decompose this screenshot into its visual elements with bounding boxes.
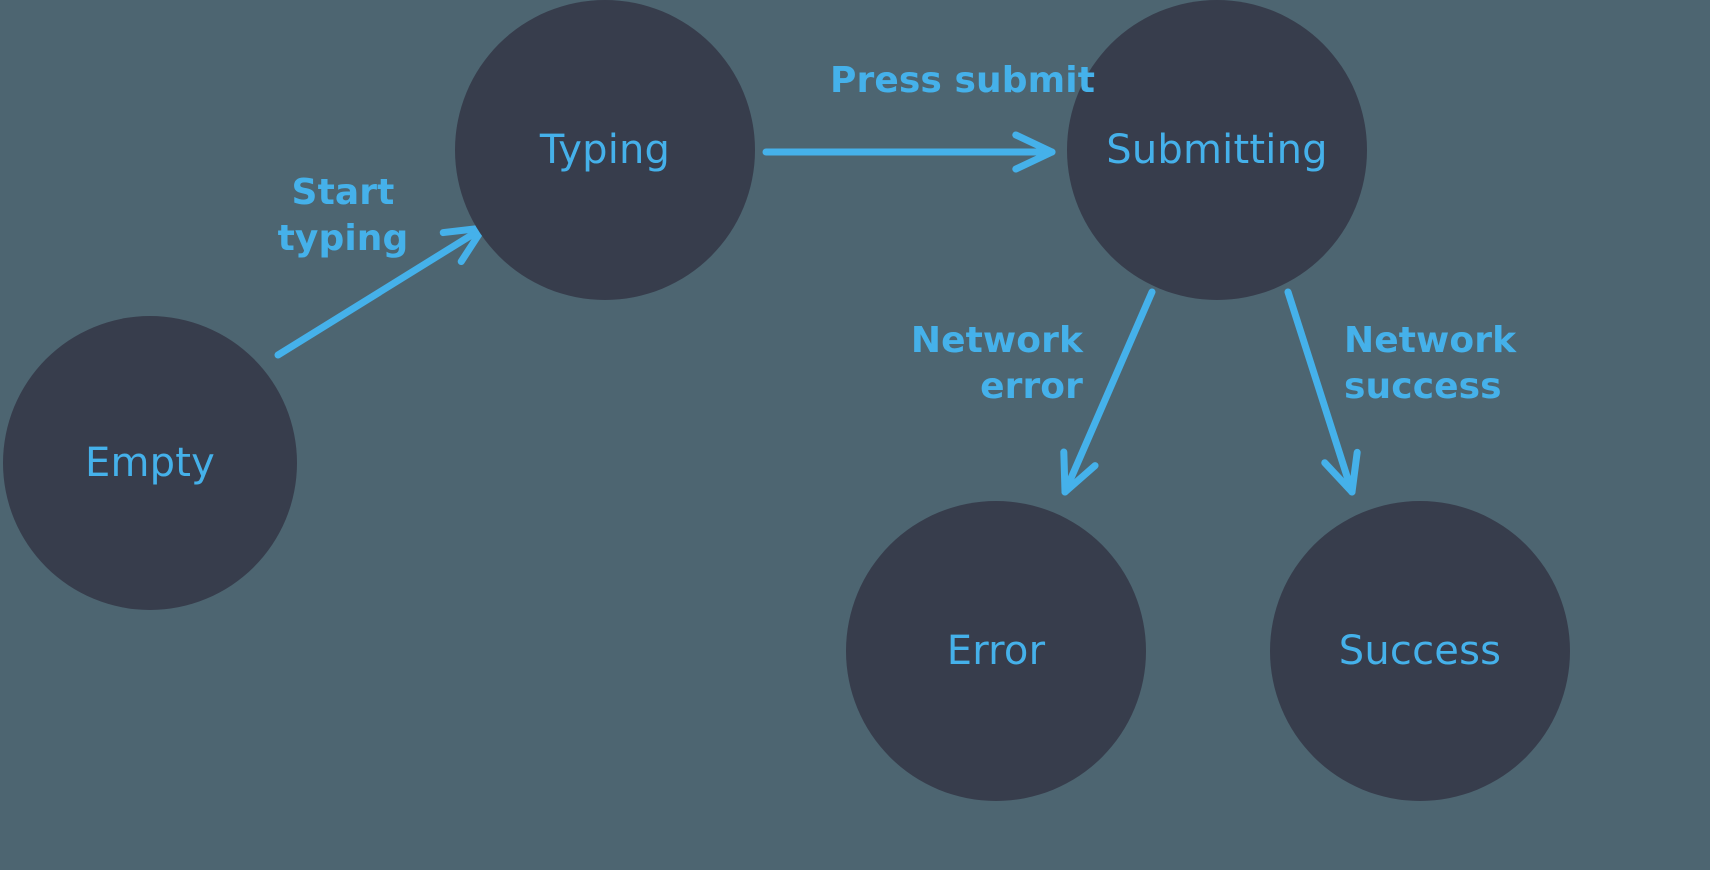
state-label-typing: Typing bbox=[539, 127, 671, 173]
state-node-error[interactable]: Error bbox=[846, 501, 1146, 801]
transition-label-press-submit: Press submit bbox=[829, 60, 1096, 101]
edge-arrowhead-network-success bbox=[1321, 448, 1361, 496]
edge-line-network-success bbox=[1284, 288, 1356, 496]
state-node-empty[interactable]: Empty bbox=[3, 316, 297, 610]
state-node-submitting[interactable]: Submitting bbox=[1067, 0, 1367, 300]
edge-arrowhead-press-submit bbox=[1012, 131, 1056, 173]
state-label-success: Success bbox=[1338, 628, 1502, 674]
edge-line-start-typing bbox=[274, 224, 487, 359]
transition-label-network-error: Network error bbox=[910, 320, 1083, 408]
state-node-typing[interactable]: Typing bbox=[455, 0, 755, 300]
transition-label-network-success: Network success bbox=[1344, 320, 1517, 408]
state-label-error: Error bbox=[946, 628, 1046, 674]
edge-arrowhead-network-error bbox=[1060, 448, 1099, 496]
state-node-success[interactable]: Success bbox=[1270, 501, 1570, 801]
edge-arrowhead-start-typing bbox=[439, 224, 487, 266]
edge-line-network-error bbox=[1061, 288, 1156, 496]
state-label-submitting: Submitting bbox=[1106, 127, 1328, 173]
state-label-empty: Empty bbox=[85, 440, 215, 486]
transition-label-start-typing: Start typing bbox=[277, 172, 409, 260]
